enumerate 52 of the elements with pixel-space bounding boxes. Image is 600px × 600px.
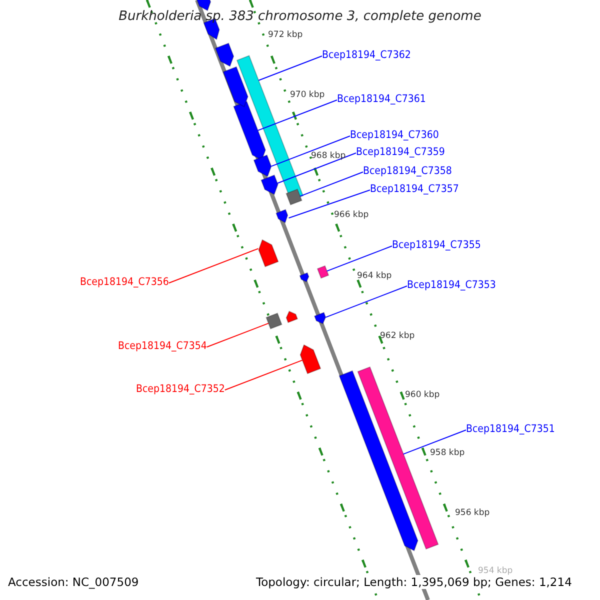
leader-line xyxy=(206,322,269,348)
leader-line xyxy=(300,172,364,197)
gene-label: Bcep18194_C7357 xyxy=(370,183,459,195)
gene-feature xyxy=(286,310,298,324)
gene-label: Bcep18194_C7354 xyxy=(118,340,207,352)
gene-label: Bcep18194_C7362 xyxy=(322,49,411,61)
gene-label: Bcep18194_C7361 xyxy=(337,93,426,105)
gene-feature xyxy=(276,208,288,224)
gene-feature xyxy=(314,312,326,324)
scale-label: 962 kbp xyxy=(380,331,415,341)
leader-line xyxy=(288,190,370,218)
scale-label: 966 kbp xyxy=(334,210,369,220)
gene-feature xyxy=(214,42,234,67)
gene-feature xyxy=(286,188,302,206)
gene-label: Bcep18194_C7353 xyxy=(407,279,496,291)
gene-label: Bcep18194_C7355 xyxy=(392,239,481,251)
gene-label: Bcep18194_C7356 xyxy=(80,276,169,288)
gene-feature xyxy=(258,239,279,268)
scale-label: 964 kbp xyxy=(357,271,392,281)
leader-line xyxy=(168,248,259,284)
gene-feature xyxy=(266,312,282,330)
leader-line xyxy=(270,136,350,167)
gene-label: Bcep18194_C7352 xyxy=(136,383,225,395)
gene-feature xyxy=(316,265,330,279)
gene-feature xyxy=(222,66,248,108)
scale-label: 954 kbp xyxy=(478,566,513,576)
leader-line xyxy=(326,246,392,272)
leader-line xyxy=(258,56,322,81)
leader-line xyxy=(325,286,408,318)
accession-text: Accession: NC_007509 xyxy=(8,575,139,589)
gene-feature xyxy=(253,154,272,178)
leader-line xyxy=(257,100,338,131)
scale-label: 968 kbp xyxy=(311,151,346,161)
leader-line xyxy=(402,430,466,455)
scale-label: 972 kbp xyxy=(268,30,303,40)
gene-feature xyxy=(196,0,212,12)
gene-feature xyxy=(233,100,266,161)
genome-stats-text: Topology: circular; Length: 1,395,069 bp; Genes: 1,214 xyxy=(256,575,572,589)
gene-feature xyxy=(299,272,310,282)
gene-label: Bcep18194_C7351 xyxy=(466,423,555,435)
leader-line xyxy=(224,360,303,390)
scale-label: 956 kbp xyxy=(455,508,490,518)
gene-label: Bcep18194_C7358 xyxy=(363,165,452,177)
gene-label: Bcep18194_C7360 xyxy=(350,129,439,141)
scale-label: 960 kbp xyxy=(405,390,440,400)
gene-feature xyxy=(260,174,278,196)
gene-feature xyxy=(300,344,322,374)
gene-label: Bcep18194_C7359 xyxy=(356,146,445,158)
leader-line xyxy=(276,152,356,184)
scale-label: 958 kbp xyxy=(430,448,465,458)
map-title: Burkholderia sp. 383 chromosome 3, complete genome xyxy=(118,9,482,24)
scale-label: 970 kbp xyxy=(290,90,325,100)
